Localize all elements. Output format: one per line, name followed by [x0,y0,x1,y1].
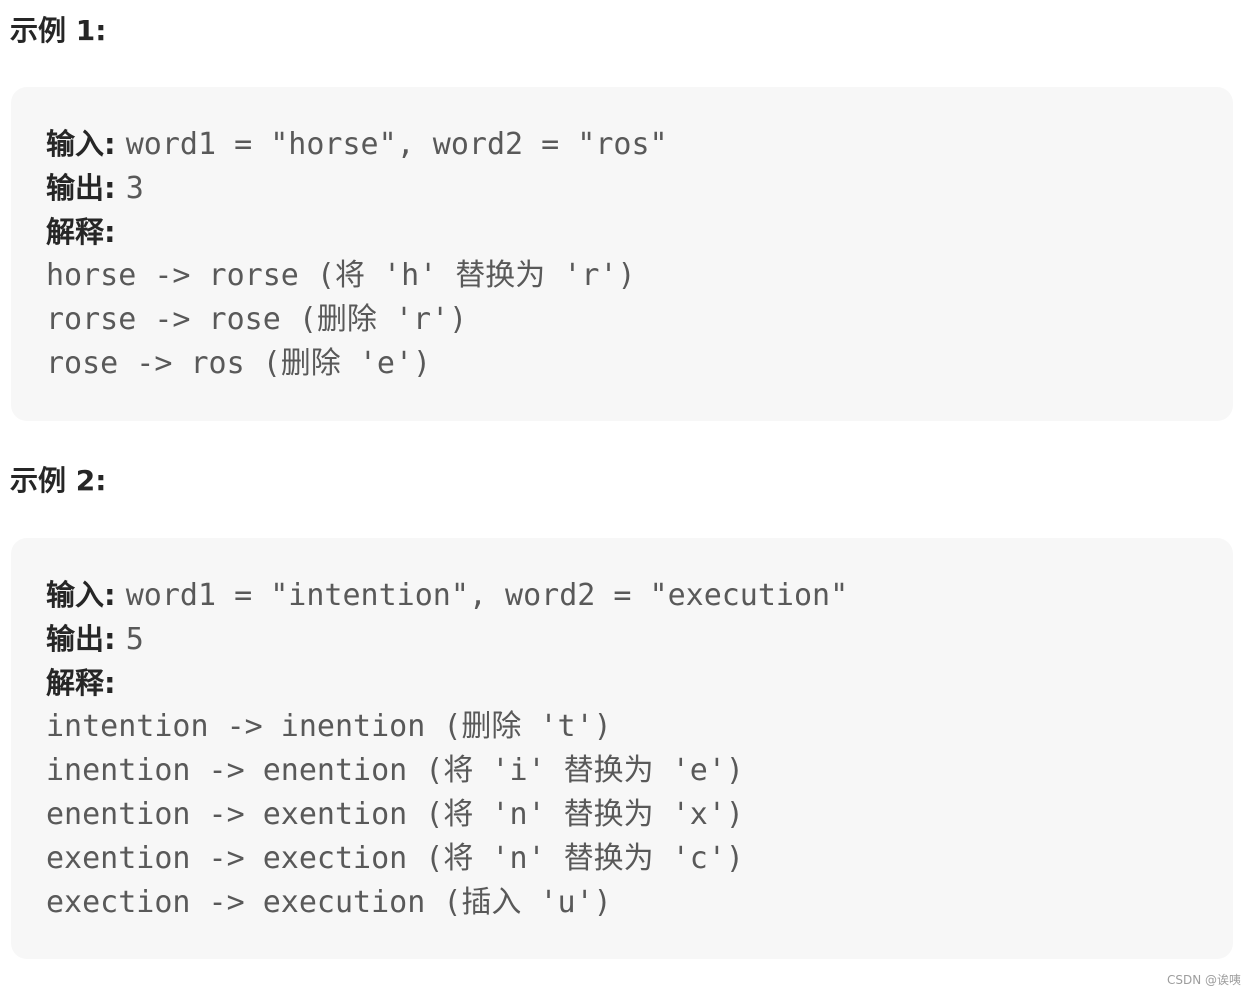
explain-label: 解释 [46,215,105,249]
step-line: exection -> execution (插入 'u') [46,885,612,920]
step-line: rorse -> rose (删除 'r') [46,302,468,337]
explain-line: 解释: [46,215,116,249]
step-line: inention -> enention (将 'i' 替换为 'e') [46,753,744,788]
output-line: 输出: 3 [46,171,144,206]
output-label: 输出 [46,171,105,205]
input-line: 输入: word1 = "intention", word2 = "execut… [46,578,849,613]
explain-line: 解释: [46,666,116,700]
example-1-title: 示例 1: [10,14,107,47]
input-label: 输入 [46,127,105,161]
output-label: 输出 [46,622,105,656]
output-value: 5 [125,622,144,657]
step-line: rose -> ros (删除 'e') [46,346,432,381]
output-line: 输出: 5 [46,622,144,657]
input-value: word1 = "intention", word2 = "execution" [125,578,849,613]
step-line: exention -> exection (将 'n' 替换为 'c') [46,841,744,876]
step-line: enention -> exention (将 'n' 替换为 'x') [46,797,744,832]
example-2-title: 示例 2: [10,464,107,497]
step-line: intention -> inention (删除 't') [46,709,612,744]
input-value: word1 = "horse", word2 = "ros" [125,127,668,162]
input-label: 输入 [46,578,105,612]
explain-label: 解释 [46,666,105,700]
step-line: horse -> rorse (将 'h' 替换为 'r') [46,258,636,293]
example-2-box: 输入: word1 = "intention", word2 = "execut… [11,538,1233,959]
watermark: CSDN @诶咦 [1166,973,1241,987]
input-line: 输入: word1 = "horse", word2 = "ros" [46,127,668,162]
example-1-box: 输入: word1 = "horse", word2 = "ros" 输出: 3… [11,87,1233,421]
output-value: 3 [125,171,144,206]
